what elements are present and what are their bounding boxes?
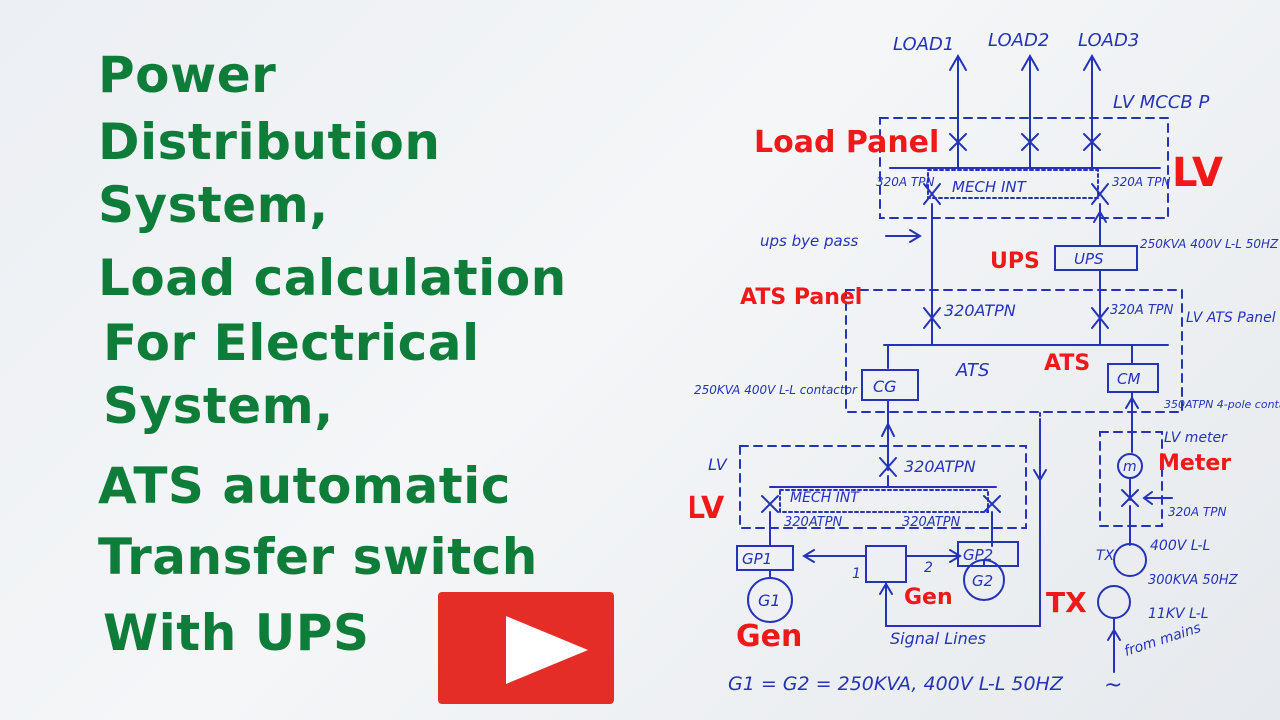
title-line-2: Distribution xyxy=(98,113,441,171)
ats-bus-label: ATS xyxy=(955,360,989,381)
load2-label: LOAD2 xyxy=(988,30,1049,51)
ats-breaker-right-label: 320A TPN xyxy=(1110,303,1174,318)
g2-label: G2 xyxy=(972,572,993,590)
gen-breaker-right-label: 320ATPN xyxy=(902,515,961,530)
play-icon xyxy=(506,616,588,684)
lv-ats-panel-label: LV ATS Panel xyxy=(1186,310,1276,326)
tx-rating-label: 300KVA 50HZ xyxy=(1148,573,1239,588)
meter-symbol-text: m xyxy=(1123,459,1137,475)
ats-label: ATS xyxy=(1044,351,1090,376)
lv-top-label: LV xyxy=(1172,150,1223,196)
gen-equation-label: G1 = G2 = 250KVA, 400V L-L 50HZ xyxy=(728,673,1064,695)
meter-label: Meter xyxy=(1158,451,1231,476)
cg-rating-label: 250KVA 400V L-L contactor xyxy=(694,383,858,397)
title-line-7: ATS automatic xyxy=(98,457,511,515)
meter-breaker-label: 320A TPN xyxy=(1168,505,1226,519)
gen-lv-label: LV xyxy=(708,455,728,474)
title-line-3: System, xyxy=(98,176,329,234)
mech-int-top-label: MECH INT xyxy=(952,178,1028,196)
ac-source-symbol: ~ xyxy=(1104,673,1122,698)
ups-rating-label: 250KVA 400V L-L 50HZ xyxy=(1140,237,1279,251)
breaker-right-label: 320A TPN xyxy=(1112,175,1170,189)
ups-box-text: UPS xyxy=(1074,250,1104,268)
title-line-9: With UPS xyxy=(103,604,370,662)
ups-label: UPS xyxy=(990,249,1040,274)
tx-primary-label: 11KV L-L xyxy=(1148,606,1209,622)
mech-int-gen-label: MECH INT xyxy=(790,490,860,506)
play-button[interactable] xyxy=(438,592,614,704)
sync-left-label: 1 xyxy=(852,566,861,582)
gp1-box-text: GP1 xyxy=(742,550,772,568)
cg-box-text: CG xyxy=(873,377,897,396)
tx-secondary-label: 400V L-L xyxy=(1150,538,1210,554)
cm-rating-label: 350ATPN 4-pole contactor xyxy=(1164,398,1280,411)
load-panel-label: Load Panel xyxy=(754,125,939,160)
gen-bottom-label: Gen xyxy=(736,619,802,654)
tx-label: TX xyxy=(1046,586,1087,619)
from-mains-label: from mains xyxy=(1122,620,1203,660)
lv-left-label: LV xyxy=(690,491,725,526)
lv-mccb-panel-label: LV MCCB P xyxy=(1113,92,1209,113)
gp2-box-text: GP2 xyxy=(963,546,993,564)
signal-lines-label: Signal Lines xyxy=(890,629,986,648)
title-line-8: Transfer switch xyxy=(98,528,538,586)
ats-panel-label: ATS Panel xyxy=(740,285,862,310)
g1-label: G1 xyxy=(758,591,781,610)
load3-label: LOAD3 xyxy=(1078,30,1139,51)
load1-label: LOAD1 xyxy=(893,34,954,55)
title-line-6: System, xyxy=(103,377,334,435)
title-line-1: Power xyxy=(98,46,277,104)
title-line-4: Load calculation xyxy=(98,249,567,307)
lv-meter-label: LV meter xyxy=(1164,430,1228,446)
gen-breaker-left-label: 320ATPN xyxy=(784,515,843,530)
ats-breaker-left-label: 320ATPN xyxy=(944,301,1016,320)
ups-bypass-label: ups bye pass xyxy=(760,232,859,250)
breaker-left-label: 320A TPN xyxy=(876,175,934,189)
load-panel-label-text: Load Panel xyxy=(754,125,939,160)
sync-right-label: 2 xyxy=(924,560,933,576)
single-line-diagram: LOAD1 LOAD2 LOAD3 LV MCCB P MECH INT 320… xyxy=(690,30,1280,698)
cm-box-text: CM xyxy=(1117,370,1140,388)
title-line-5: For Electrical xyxy=(103,314,480,372)
gen-mid-label: Gen xyxy=(904,585,953,610)
gen-breaker-label: 320ATPN xyxy=(904,457,976,476)
tx-small-label: TX xyxy=(1096,548,1115,564)
